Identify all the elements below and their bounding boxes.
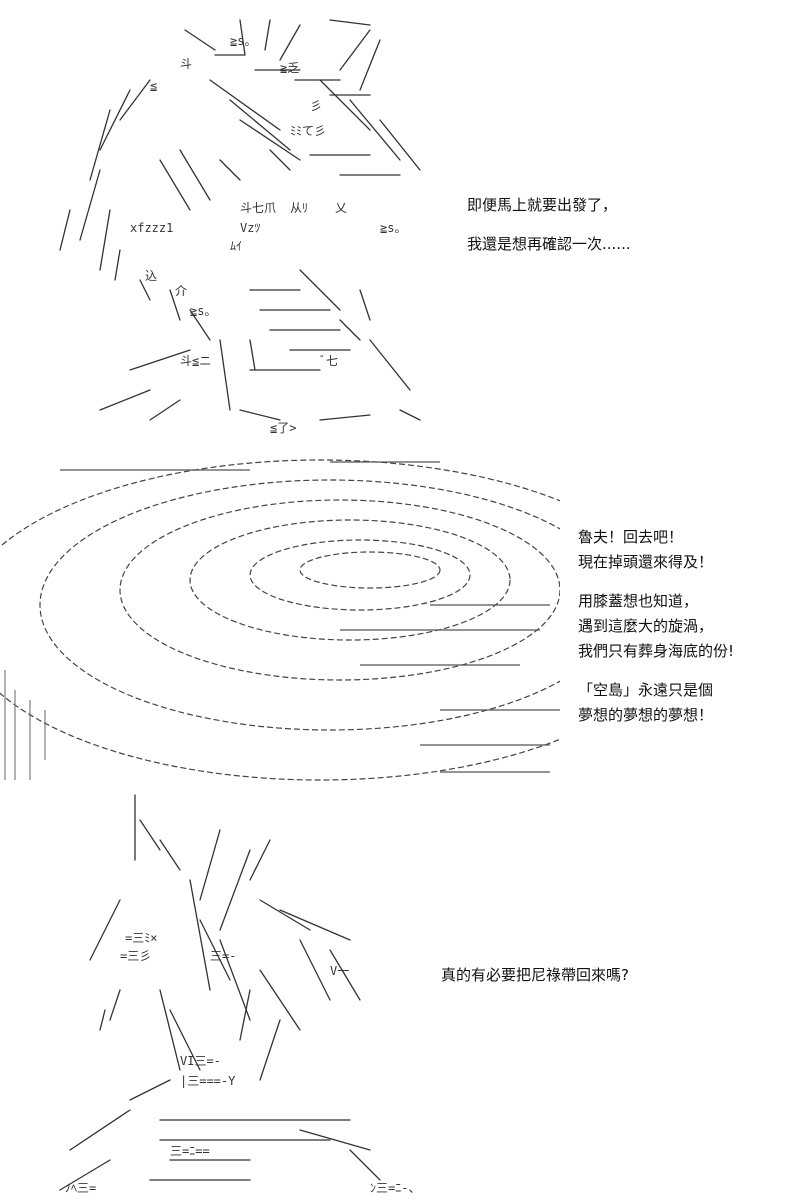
ascii-fragment: xfzzz1	[130, 221, 173, 235]
dialogue-line: 真的有必要把尼祿帶回來嗎?	[441, 966, 629, 984]
dialogue-line: 遇到這麼大的旋渦，	[578, 617, 714, 635]
ascii-fragment: 从ﾘ	[290, 201, 308, 215]
dialogue-box-1: 即便馬上就要出發了， 我還是想再確認一次......	[467, 193, 631, 257]
whirlpool-ascii-art	[0, 459, 560, 781]
ascii-fragment: ﾐﾐて彡	[290, 124, 326, 138]
panel-1: ≧s。 斗 ≧乏 ≦ 彡 ﾐﾐて彡 斗七爪 Vzﾂ xfzzz1 込 介 ≧s。…	[0, 0, 800, 440]
ascii-fragment: VI三=-	[180, 1054, 221, 1068]
character-ascii-art-2: =三ﾐ× =三彡 三=- V一 |三===-Y VI三=- 三=ﾆ== ﾉﾍ三=…	[59, 794, 420, 1195]
dialogue-box-2: 魯夫！回去吧！ 現在掉頭還來得及！ 用膝蓋想也知道， 遇到這麼大的旋渦， 我們只…	[578, 525, 734, 728]
ascii-fragment: 乂	[335, 201, 347, 215]
ascii-fragment: 介	[175, 284, 187, 298]
ascii-fragment: =三彡	[120, 949, 151, 963]
ascii-fragment: ≧s。	[230, 34, 256, 48]
ascii-fragment: ≦	[150, 79, 157, 93]
panel-3: =三ﾐ× =三彡 三=- V一 |三===-Y VI三=- 三=ﾆ== ﾉﾍ三=…	[0, 790, 800, 1200]
ascii-fragment: 斗	[180, 57, 192, 71]
dialogue-box-3: 真的有必要把尼祿帶回來嗎?	[441, 963, 629, 988]
ascii-fragment: 彡	[310, 99, 322, 113]
ascii-fragment: 三=ﾆ==	[170, 1144, 210, 1158]
ascii-fragment: Vzﾂ	[240, 221, 260, 235]
ascii-fragment: V一	[330, 964, 349, 978]
ascii-fragment: ﾝ三=ﾆ-、	[370, 1181, 420, 1195]
dialogue-line: 現在掉頭還來得及！	[578, 553, 714, 571]
dialogue-line: 魯夫！回去吧！	[578, 528, 684, 546]
dialogue-line: 用膝蓋想也知道，	[578, 592, 699, 610]
ascii-fragment: 斗≦ニ	[180, 354, 211, 368]
character-ascii-art-1: ≧s。 斗 ≧乏 ≦ 彡 ﾐﾐて彡 斗七爪 Vzﾂ xfzzz1 込 介 ≧s。…	[59, 19, 421, 435]
ascii-fragment: ≧s。	[380, 221, 406, 235]
dialogue-line: 我還是想再確認一次......	[467, 235, 631, 253]
ascii-fragment: ≧乏	[280, 61, 299, 75]
ascii-fragment: ≧s。	[190, 304, 216, 318]
ascii-fragment: ﾞ七	[320, 354, 338, 368]
ascii-fragment: |三===-Y	[180, 1074, 236, 1088]
ascii-fragment: ﾑｲ	[230, 239, 242, 253]
dialogue-line: 即便馬上就要出發了，	[467, 196, 618, 214]
ascii-fragment: ﾉﾍ三=	[65, 1181, 96, 1195]
dialogue-line: 我們只有葬身海底的份!	[578, 642, 735, 660]
dialogue-line: 「空島」永遠只是個	[578, 681, 714, 699]
dialogue-line: 夢想的夢想的夢想！	[578, 706, 714, 724]
ascii-fragment: ≦了>	[270, 421, 296, 435]
ascii-fragment: 斗七爪	[240, 201, 276, 215]
ascii-fragment: 込	[145, 269, 157, 283]
ascii-fragment: =三ﾐ×	[125, 931, 157, 945]
ascii-fragment: 三=-	[210, 949, 236, 963]
panel-2: 魯夫！回去吧！ 現在掉頭還來得及！ 用膝蓋想也知道， 遇到這麼大的旋渦， 我們只…	[0, 440, 800, 790]
